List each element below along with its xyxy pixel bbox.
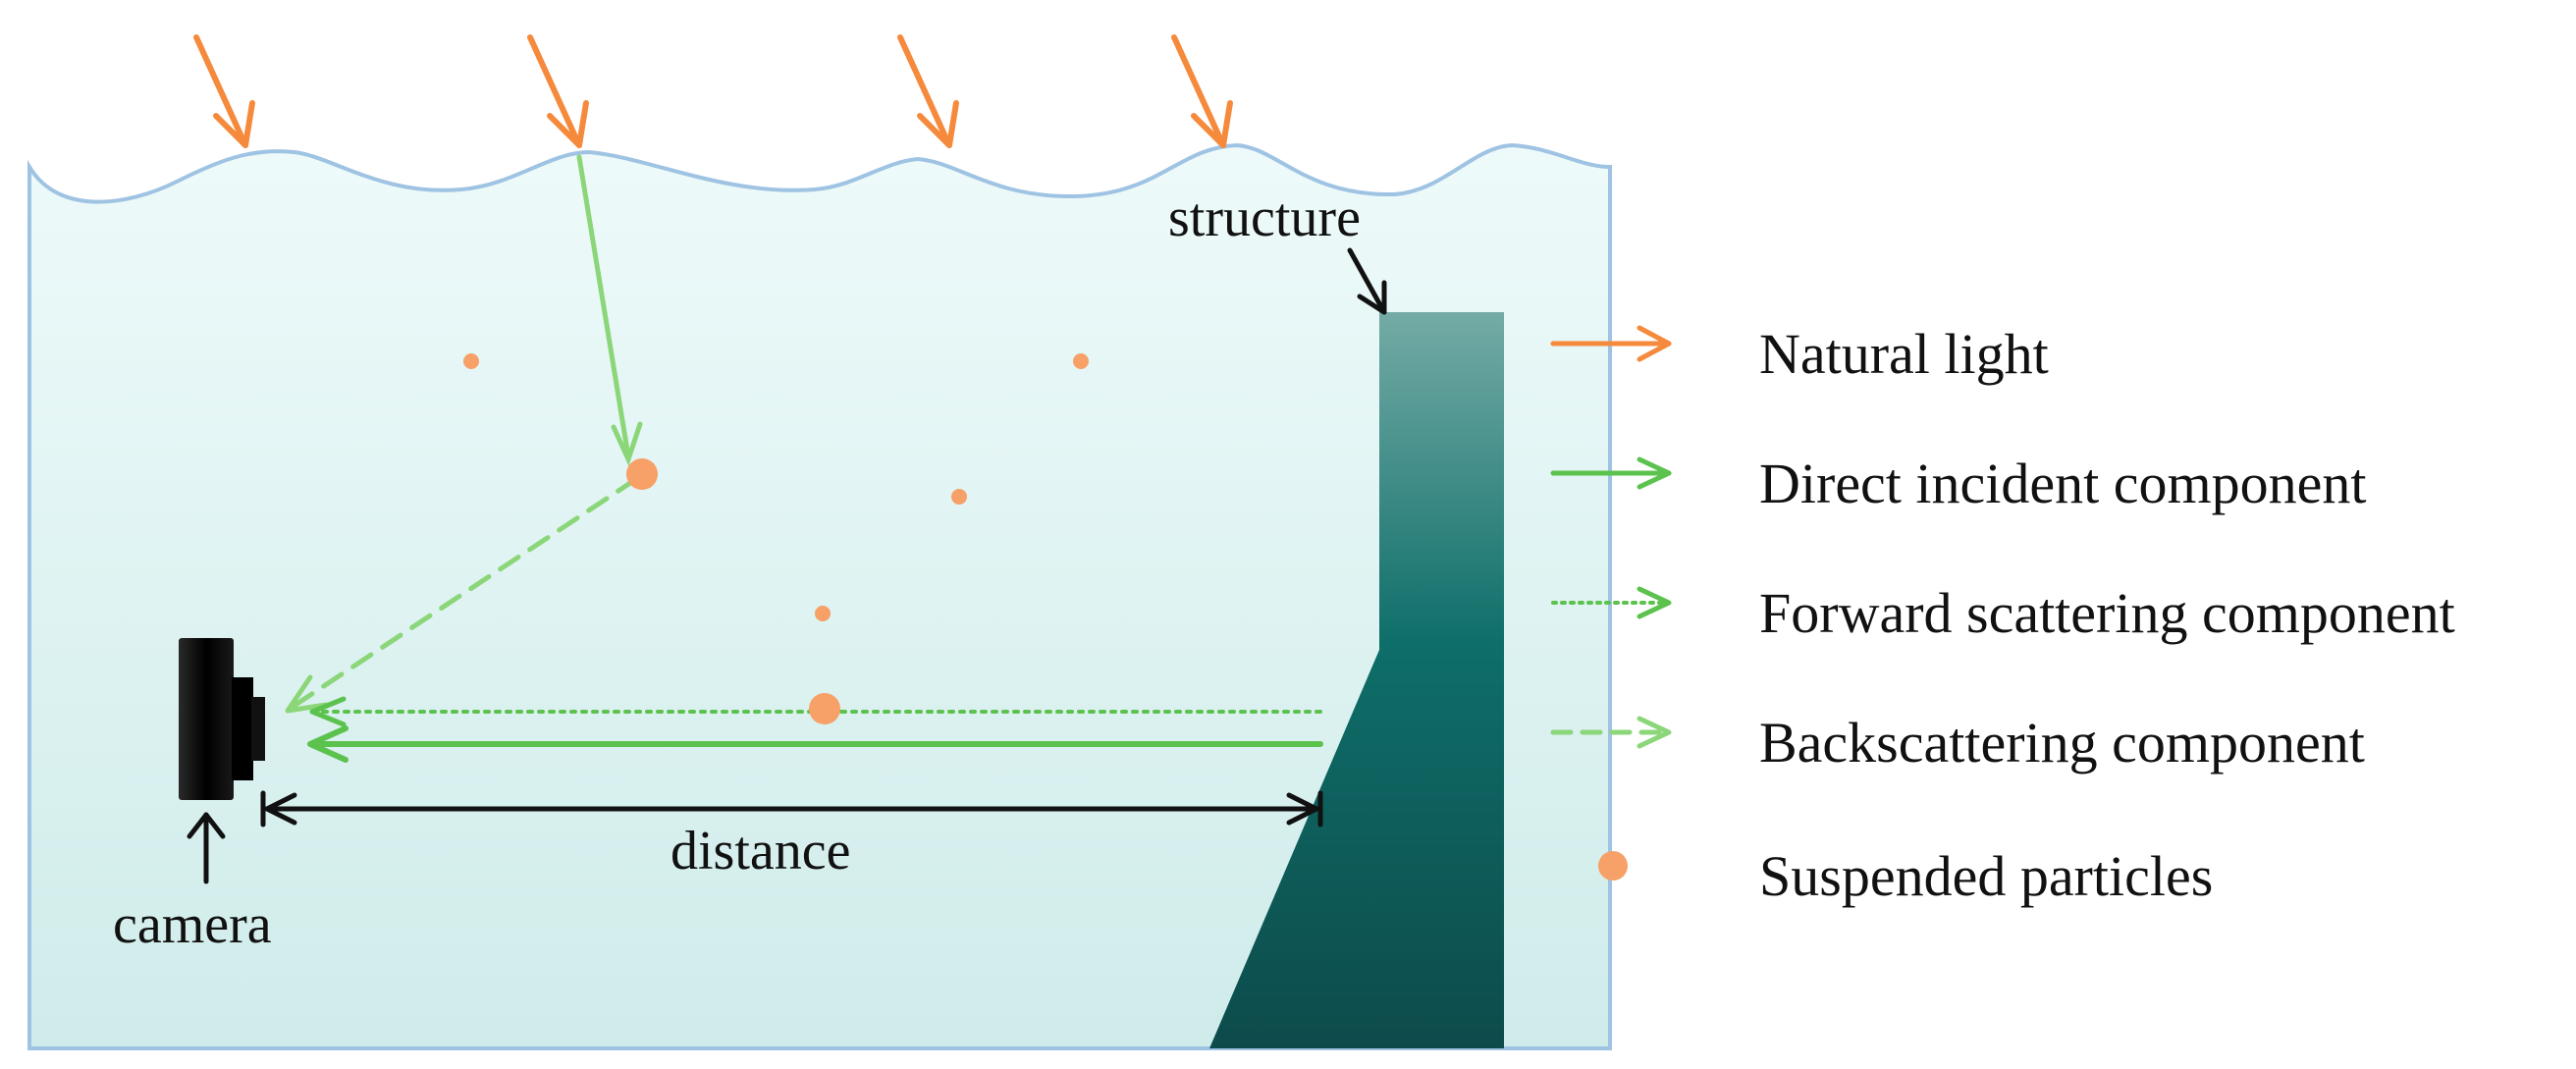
legend: Natural light Direct incident component … bbox=[1550, 322, 2455, 908]
camera-label: camera bbox=[113, 894, 272, 955]
legend-direct-incident-arrow-icon bbox=[1550, 456, 1672, 490]
legend-label-backscattering: Backscattering component bbox=[1759, 711, 2365, 775]
direct-signal-ray bbox=[307, 725, 1323, 763]
forward-scattering-ray bbox=[309, 696, 1322, 727]
legend-label-natural-light: Natural light bbox=[1759, 322, 2049, 386]
direct-incident-ray bbox=[576, 154, 643, 466]
natural-light-arrow bbox=[527, 34, 589, 148]
natural-light-arrow bbox=[193, 34, 255, 148]
camera-pointer-arrow bbox=[187, 812, 226, 884]
legend-item-suspended-particles: Suspended particles bbox=[1598, 844, 2213, 908]
particle bbox=[626, 458, 658, 490]
distance-dimension bbox=[260, 790, 1323, 828]
legend-item-backscattering: Backscattering component bbox=[1550, 711, 2365, 775]
legend-backscattering-arrow-icon bbox=[1550, 716, 1672, 749]
legend-item-direct-incident: Direct incident component bbox=[1550, 452, 2366, 515]
structure-wall bbox=[1209, 312, 1504, 1048]
particle bbox=[463, 353, 479, 369]
legend-item-forward-scattering: Forward scattering component bbox=[1551, 581, 2455, 645]
particle bbox=[951, 489, 967, 505]
legend-label-forward-scattering: Forward scattering component bbox=[1759, 581, 2455, 645]
backscatter-ray bbox=[285, 476, 639, 714]
legend-natural-light-arrow-icon bbox=[1550, 325, 1672, 362]
structure-label: structure bbox=[1168, 187, 1361, 248]
legend-forward-scattering-arrow-icon bbox=[1551, 586, 1672, 619]
water-body bbox=[27, 142, 1612, 1050]
legend-particle-dot-icon bbox=[1598, 851, 1628, 881]
legend-label-direct-incident: Direct incident component bbox=[1759, 452, 2366, 515]
camera-icon bbox=[179, 638, 265, 800]
structure-pointer-arrow bbox=[1347, 247, 1387, 315]
particle bbox=[815, 606, 831, 621]
distance-label: distance bbox=[671, 821, 850, 882]
particle bbox=[1073, 353, 1089, 369]
natural-light-arrow bbox=[1171, 34, 1233, 148]
legend-item-natural-light: Natural light bbox=[1550, 322, 2049, 386]
natural-light-arrow bbox=[897, 34, 959, 148]
particle bbox=[809, 693, 840, 724]
legend-label-suspended-particles: Suspended particles bbox=[1759, 844, 2213, 908]
suspended-particles bbox=[463, 353, 1089, 724]
natural-light-arrows bbox=[193, 34, 1233, 148]
